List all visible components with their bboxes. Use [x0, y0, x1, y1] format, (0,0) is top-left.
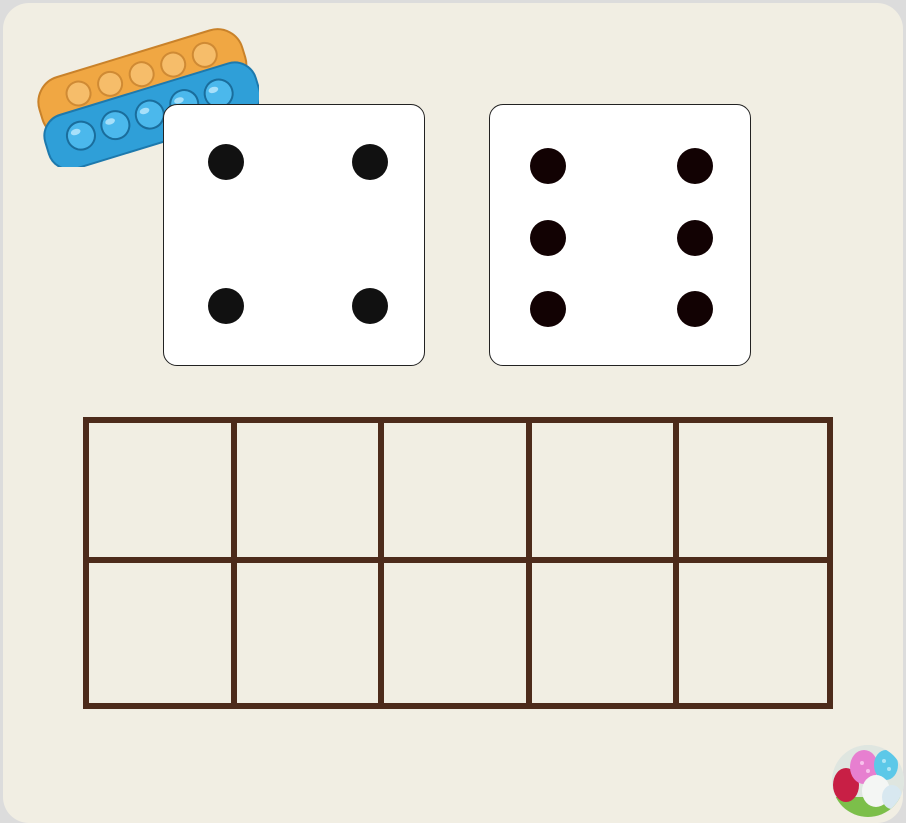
ten-frame-cell[interactable]: [89, 423, 237, 563]
die-pip: [208, 144, 244, 180]
die-pip: [530, 148, 566, 184]
game-board: [3, 3, 903, 823]
ten-frame-cell[interactable]: [532, 423, 680, 563]
ten-frame-cell[interactable]: [679, 423, 827, 563]
die-pip: [677, 148, 713, 184]
die-pip: [208, 288, 244, 324]
ten-frame-cell[interactable]: [679, 563, 827, 703]
ten-frame-cell[interactable]: [237, 563, 385, 703]
die-pip: [677, 291, 713, 327]
ten-frame: [83, 417, 833, 709]
die-six[interactable]: [489, 104, 751, 366]
die-four[interactable]: [163, 104, 425, 366]
ten-frame-cell[interactable]: [89, 563, 237, 703]
easter-eggs-button[interactable]: [832, 745, 904, 817]
die-pip: [352, 144, 388, 180]
die-pip: [530, 291, 566, 327]
ten-frame-cell[interactable]: [532, 563, 680, 703]
easter-eggs-icon: [832, 745, 904, 817]
ten-frame-cell[interactable]: [237, 423, 385, 563]
die-pip: [530, 220, 566, 256]
ten-frame-cell[interactable]: [384, 423, 532, 563]
ten-frame-cell[interactable]: [384, 563, 532, 703]
die-pip: [352, 288, 388, 324]
die-pip: [677, 220, 713, 256]
